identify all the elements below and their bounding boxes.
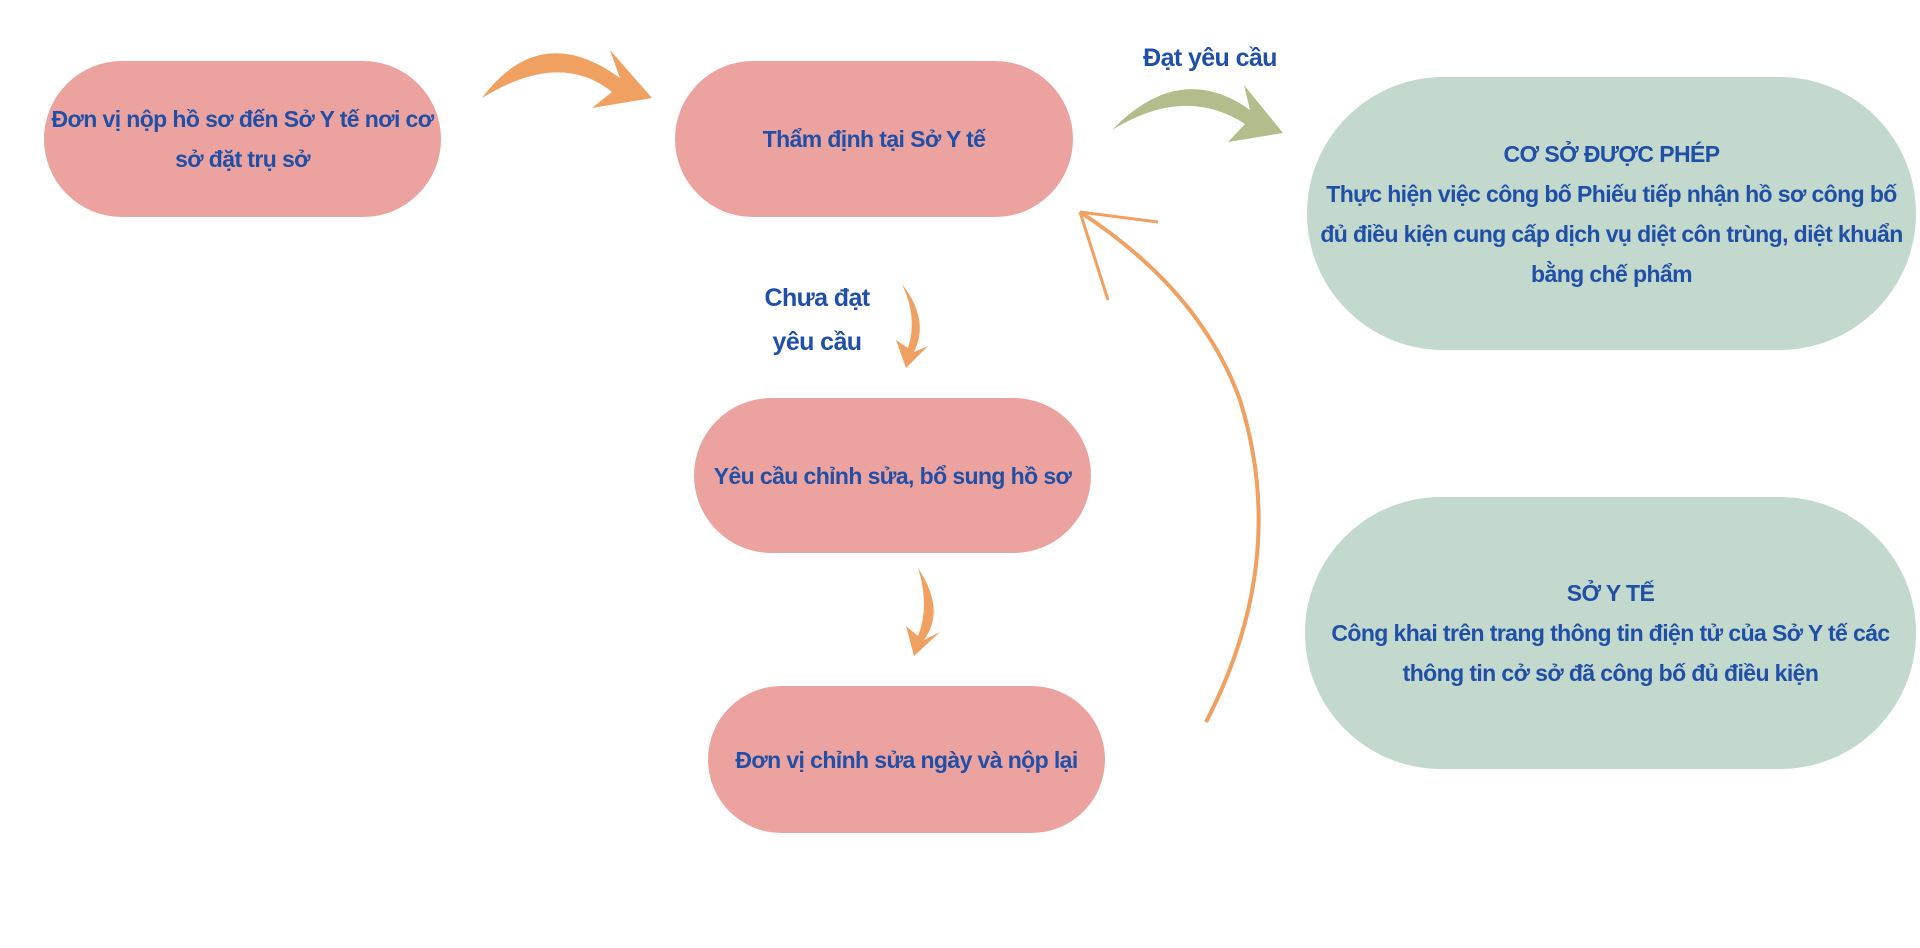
step-submit: Đơn vị nộp hồ sơ đến Sở Y tế nơi cơ sở đ… <box>44 61 441 217</box>
result-permitted-body: Thực hiện việc công bố Phiếu tiếp nhận h… <box>1320 180 1903 287</box>
arrow-resubmit-head <box>1078 210 1159 301</box>
result-permitted-title: CƠ SỞ ĐƯỢC PHÉP <box>1503 140 1721 167</box>
result-dept-body: Công khai trên trang thông tin điện tử c… <box>1331 620 1890 686</box>
result-permitted: CƠ SỞ ĐƯỢC PHÉP Thực hiện việc công bố P… <box>1307 77 1916 350</box>
result-dept: SỞ Y TẾ Công khai trên trang thông tin đ… <box>1305 497 1916 769</box>
step-submit-text: Đơn vị nộp hồ sơ đến Sở Y tế nơi cơ sở đ… <box>51 106 435 172</box>
label-pass: Đạt yêu cầu <box>1143 44 1277 72</box>
label-fail-line2: yêu cầu <box>772 328 863 356</box>
label-fail: Chưa đạt yêu cầu <box>727 276 907 364</box>
step-appraise-text: Thẩm định tại Sở Y tế <box>762 126 986 152</box>
step-revise-request-text: Yêu cầu chỉnh sửa, bổ sung hồ sơ <box>713 462 1072 489</box>
arrow-fail-down <box>896 284 928 368</box>
step-resubmit: Đơn vị chỉnh sửa ngày và nộp lại <box>708 686 1105 833</box>
arrow-revise-down <box>906 568 940 656</box>
arrow-appraise-to-permitted <box>1112 85 1283 142</box>
arrow-submit-to-appraise <box>482 50 652 108</box>
result-dept-title: SỞ Y TẾ <box>1566 580 1655 606</box>
arrow-resubmit-to-appraise <box>1078 210 1261 723</box>
step-appraise: Thẩm định tại Sở Y tế <box>675 61 1073 217</box>
step-resubmit-text: Đơn vị chỉnh sửa ngày và nộp lại <box>735 746 1078 773</box>
label-fail-line1: Chưa đạt <box>764 284 871 312</box>
step-revise-request: Yêu cầu chỉnh sửa, bổ sung hồ sơ <box>694 398 1091 553</box>
